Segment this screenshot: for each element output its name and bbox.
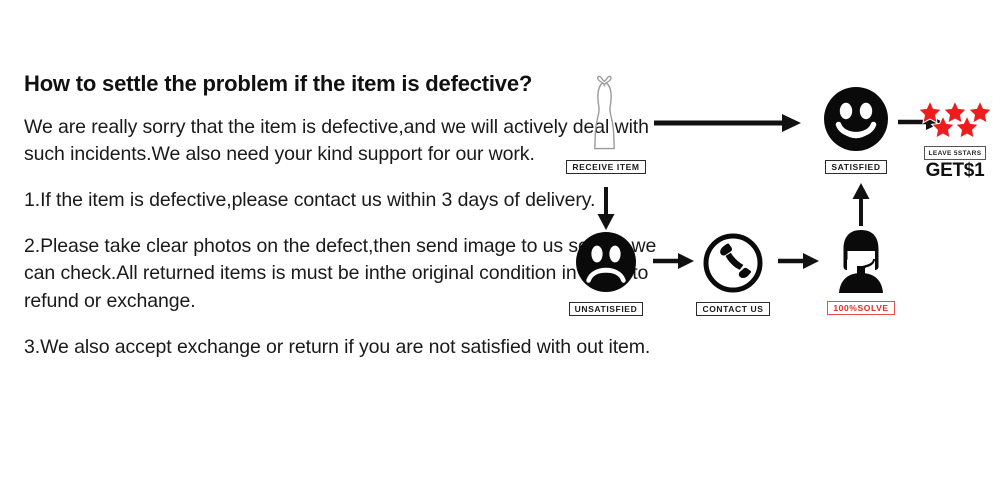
arrow-solve-to-satisfied bbox=[850, 182, 872, 231]
policy-paragraph-intro: We are really sorry that the item is def… bbox=[24, 115, 649, 166]
flow-node-reward-label: LEAVE 5STARS bbox=[923, 146, 987, 160]
arrow-receive-to-unsatisfied bbox=[595, 187, 617, 236]
smiley-sad-icon bbox=[550, 229, 662, 293]
arrow-receive-to-satisfied bbox=[654, 112, 802, 139]
flow-node-solve: 100%SOLVE bbox=[806, 226, 916, 316]
support-agent-icon bbox=[806, 226, 916, 294]
flow-node-satisfied-label: SATISFIED bbox=[825, 160, 887, 174]
flow-node-solve-label: 100%SOLVE bbox=[827, 301, 895, 315]
arrow-contact-to-solve bbox=[778, 251, 820, 276]
flow-node-receive-item: RECEIVE ITEM bbox=[558, 74, 654, 175]
policy-text-block: How to settle the problem if the item is… bbox=[24, 70, 684, 379]
smiley-happy-icon bbox=[798, 82, 914, 152]
arrow-unsatisfied-to-contact bbox=[653, 251, 695, 276]
page-title: How to settle the problem if the item is… bbox=[24, 71, 533, 96]
flow-node-contact-us-label: CONTACT US bbox=[696, 302, 770, 316]
dress-icon bbox=[558, 74, 654, 152]
flow-node-unsatisfied-label: UNSATISFIED bbox=[568, 302, 644, 316]
flow-node-receive-item-label: RECEIVE ITEM bbox=[566, 160, 646, 174]
return-process-flow-diagram: RECEIVE ITEM bbox=[550, 74, 1000, 344]
flow-node-unsatisfied: UNSATISFIED bbox=[550, 229, 662, 317]
policy-paragraph-3: 3.We also accept exchange or return if y… bbox=[24, 335, 651, 358]
telephone-icon bbox=[678, 229, 788, 293]
five-stars-icon bbox=[912, 99, 998, 140]
policy-paragraph-2: 2.Please take clear photos on the defect… bbox=[24, 234, 657, 312]
flow-node-satisfied: SATISFIED bbox=[798, 82, 914, 175]
flow-node-reward: LEAVE 5STARS GET$1 bbox=[912, 99, 998, 181]
flow-node-contact-us: CONTACT US bbox=[678, 229, 788, 317]
reward-amount-text: GET$1 bbox=[925, 160, 985, 181]
policy-paragraph-1: 1.If the item is defective,please contac… bbox=[24, 188, 596, 211]
